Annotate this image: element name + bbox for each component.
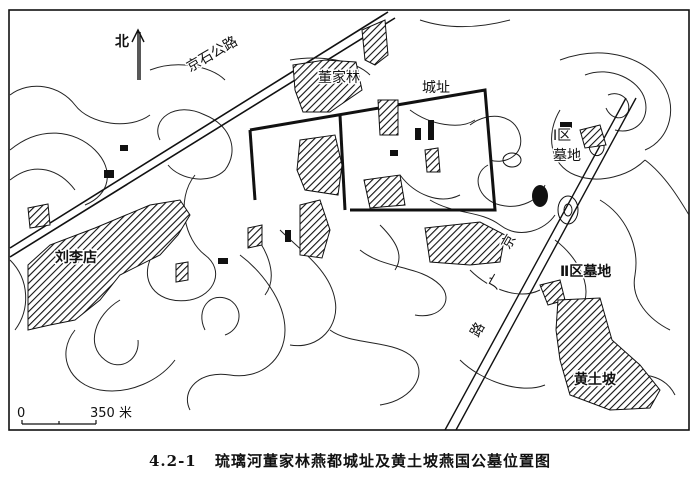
label-zone1-a: Ⅰ区 [553, 128, 571, 144]
jingguang-road [444, 97, 637, 431]
scale-length: 350 米 [90, 406, 132, 421]
label-road-guang: 广 [486, 272, 507, 292]
label-city-site: 城址 [422, 80, 450, 96]
label-highway: 京石公路 [184, 34, 240, 76]
map-frame [8, 9, 690, 431]
north-arrow [131, 28, 145, 80]
scale-zero: 0 [17, 406, 25, 421]
label-huangtupo: 黄土坡 [574, 371, 617, 388]
label-zone2: Ⅱ区墓地 [560, 263, 611, 280]
mound [532, 185, 548, 207]
jingshi-highway [9, 11, 396, 258]
label-dongjialin: 董家林 [318, 69, 360, 86]
label-zone1-b: 墓地 [553, 148, 581, 164]
label-road-lu: 路 [468, 320, 489, 340]
settlement-areas [27, 19, 661, 411]
small-features [104, 120, 572, 264]
north-label: 北 [115, 34, 129, 50]
label-liulidian: 刘李店 [55, 249, 97, 266]
scale-bar [21, 420, 97, 425]
city-wall [248, 88, 497, 212]
figure-caption: 4.2-1 琉璃河董家林燕都城址及黄土坡燕国公墓位置图 [0, 450, 700, 471]
caption-number: 4.2-1 [148, 452, 197, 470]
caption-title: 琉璃河董家林燕都城址及黄土坡燕国公墓位置图 [214, 452, 551, 470]
